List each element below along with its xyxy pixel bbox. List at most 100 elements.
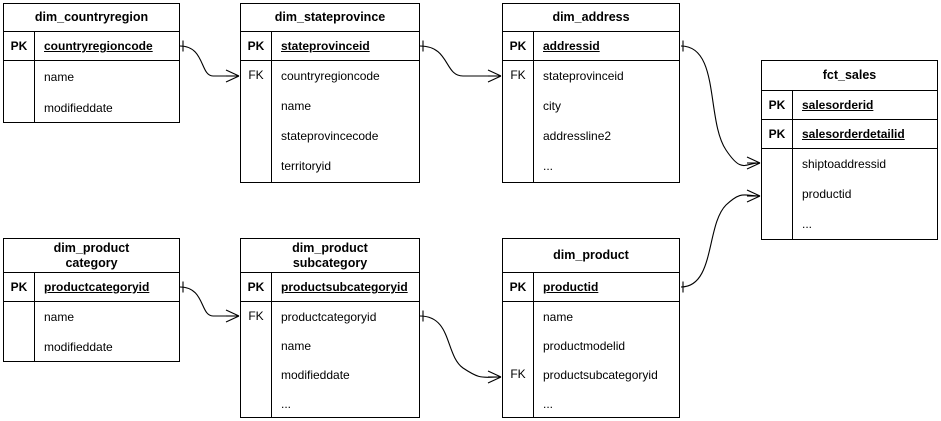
attribute-list: stateprovinceid city addressline2... bbox=[533, 61, 679, 182]
relationship-line bbox=[179, 45, 238, 77]
attribute-row[interactable]: addressline2 bbox=[543, 129, 612, 143]
relationship-subcategory-to-product[interactable] bbox=[419, 310, 502, 384]
attribute-row[interactable]: productid bbox=[802, 187, 852, 201]
primary-key-row[interactable]: PK countryregioncode bbox=[4, 32, 179, 61]
attribute-row[interactable]: productcategoryid bbox=[281, 309, 377, 324]
crows-foot-icon bbox=[746, 162, 761, 170]
key-badge-pk: PK bbox=[10, 39, 28, 53]
attribute-row[interactable]: ... bbox=[281, 396, 292, 411]
key-badge-fk: FK bbox=[510, 366, 526, 381]
key-badge-pk: PK bbox=[768, 127, 786, 141]
key-badge-pk: PK bbox=[509, 39, 527, 53]
relationship-line bbox=[680, 45, 760, 167]
attribute-row[interactable]: stateprovinceid bbox=[543, 69, 624, 83]
entity-title: fct_sales bbox=[762, 61, 937, 91]
crows-foot-icon bbox=[225, 309, 240, 317]
key-badge-column: FK bbox=[241, 302, 271, 418]
relationship-countryregion-to-stateprovince[interactable] bbox=[179, 40, 240, 83]
attribute-row[interactable]: productsubcategoryid bbox=[543, 367, 658, 382]
attribute-row[interactable]: stateprovincecode bbox=[281, 129, 379, 143]
key-badge-pk: PK bbox=[247, 39, 265, 53]
key-badge-pk: PK bbox=[247, 280, 265, 294]
attribute-row[interactable]: name bbox=[281, 338, 312, 353]
primary-key-row[interactable]: PK productid bbox=[503, 273, 679, 302]
column-name: productid bbox=[533, 273, 679, 301]
key-badge-column: FK bbox=[241, 61, 271, 182]
attribute-row[interactable]: name bbox=[44, 69, 75, 84]
entity-title: dim_countryregion bbox=[4, 4, 179, 32]
attribute-row[interactable]: ... bbox=[543, 396, 554, 411]
crows-foot-icon bbox=[487, 69, 502, 77]
relationship-line bbox=[419, 45, 500, 77]
column-name-text: salesorderdetailid bbox=[802, 127, 905, 141]
key-badge-pk: PK bbox=[768, 98, 786, 112]
relationship-productcategory-to-subcategory[interactable] bbox=[179, 281, 240, 323]
attribute-row[interactable]: countryregioncode bbox=[281, 69, 380, 83]
attribute-row[interactable]: modifieddate bbox=[44, 340, 113, 354]
relationship-product-to-sales[interactable] bbox=[680, 189, 761, 293]
column-name-text: countryregioncode bbox=[44, 39, 153, 53]
crows-foot-icon bbox=[487, 376, 502, 384]
attribute-row[interactable]: ... bbox=[802, 217, 813, 231]
attribute-row[interactable]: name bbox=[44, 310, 75, 324]
attribute-row[interactable]: productmodelid bbox=[543, 338, 626, 353]
crows-foot-icon bbox=[225, 75, 240, 83]
column-name-text: addressid bbox=[543, 39, 600, 53]
attribute-block: FK stateprovinceid city addressline2... bbox=[503, 61, 679, 182]
entity-title: dim_product bbox=[503, 239, 679, 273]
attribute-block: name modifieddate bbox=[4, 61, 179, 123]
primary-key-row[interactable]: PK stateprovinceid bbox=[241, 32, 419, 61]
relationship-address-to-sales[interactable] bbox=[680, 40, 761, 170]
crows-foot-icon bbox=[746, 189, 761, 197]
column-name: productcategoryid bbox=[34, 273, 179, 301]
attribute-list: productcategoryid name modifieddate... bbox=[271, 302, 419, 418]
relationship-stateprovince-to-address[interactable] bbox=[419, 40, 502, 83]
attribute-row[interactable]: city bbox=[543, 99, 561, 113]
attribute-block: FK countryregioncode name stateprovincecode… bbox=[241, 61, 419, 182]
attribute-list: name modifieddate bbox=[34, 302, 179, 362]
attribute-row[interactable]: modifieddate bbox=[281, 367, 350, 382]
primary-key-row[interactable]: PK addressid bbox=[503, 32, 679, 61]
column-name: salesorderid bbox=[792, 91, 937, 119]
attribute-row[interactable]: modifieddate bbox=[44, 100, 113, 115]
crows-foot-icon bbox=[487, 370, 502, 378]
crows-foot-icon bbox=[487, 75, 502, 83]
column-name-text: productcategoryid bbox=[44, 280, 150, 294]
key-badge-column: FK bbox=[503, 302, 533, 418]
column-name: salesorderdetailid bbox=[792, 120, 937, 148]
attribute-block: shiptoaddressid productid... bbox=[762, 149, 937, 239]
attribute-row[interactable]: name bbox=[281, 99, 312, 113]
column-name-text: productid bbox=[543, 280, 599, 294]
relationship-line bbox=[179, 286, 238, 317]
crows-foot-icon bbox=[746, 195, 761, 203]
key-badge-column: FK bbox=[503, 61, 533, 182]
primary-key-row[interactable]: PK salesorderid bbox=[762, 91, 937, 120]
column-name-text: stateprovinceid bbox=[281, 39, 370, 53]
column-name-text: salesorderid bbox=[802, 98, 874, 112]
attribute-block: FK productcategoryid name modifieddate... bbox=[241, 302, 419, 418]
attribute-row[interactable]: ... bbox=[543, 159, 554, 173]
attribute-row[interactable]: name bbox=[543, 309, 574, 324]
attribute-row[interactable]: shiptoaddressid bbox=[802, 157, 887, 171]
crows-foot-icon bbox=[225, 69, 240, 77]
key-badge-pk: PK bbox=[509, 280, 527, 294]
column-name: countryregioncode bbox=[34, 32, 179, 60]
key-badge-column bbox=[4, 61, 34, 123]
entity-title: dim_stateprovince bbox=[241, 4, 419, 32]
attribute-row[interactable]: territoryid bbox=[281, 159, 332, 173]
crows-foot-icon bbox=[225, 315, 240, 323]
primary-key-row[interactable]: PK salesorderdetailid bbox=[762, 120, 937, 149]
